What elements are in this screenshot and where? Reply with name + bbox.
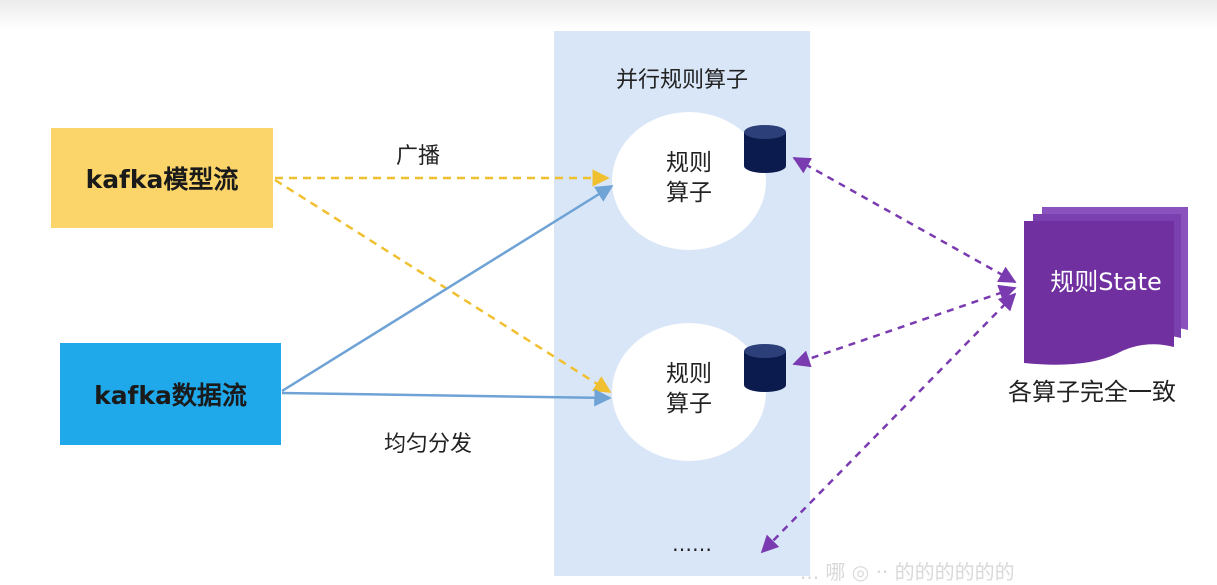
kafka-data-stream-box: kafka数据流 xyxy=(60,343,281,445)
rule-operator-node: 规则 算子 xyxy=(612,112,766,250)
distribute-arrow xyxy=(281,389,612,407)
rule-operator-node: 规则 算子 xyxy=(612,323,766,461)
distribute-label: 均匀分发 xyxy=(384,432,473,457)
operator-label-line1: 规则 xyxy=(666,361,712,387)
distribute-arrow xyxy=(281,184,614,393)
operator-label-line1: 规则 xyxy=(666,150,712,176)
top-strip xyxy=(0,0,1217,30)
operator-label-line2: 算子 xyxy=(666,391,712,417)
more-operators-ellipsis: …… xyxy=(672,532,712,556)
state-sync-arrow xyxy=(792,156,1017,284)
broadcast-arrow xyxy=(274,178,612,394)
state-sync-arrow xyxy=(792,284,1017,368)
connector-layer xyxy=(274,156,1017,554)
state-caption: 各算子完全一致 xyxy=(1008,378,1176,406)
panel-title: 并行规则算子 xyxy=(615,68,748,93)
broadcast-label: 广播 xyxy=(396,144,441,169)
database-icon xyxy=(744,125,786,173)
operator-label-line2: 算子 xyxy=(666,180,712,206)
rule-state-label: 规则State xyxy=(1050,268,1162,296)
document-stack-icon xyxy=(1024,207,1188,365)
state-sync-arrow xyxy=(760,292,1017,554)
kafka-model-stream-box: kafka模型流 xyxy=(51,128,273,228)
